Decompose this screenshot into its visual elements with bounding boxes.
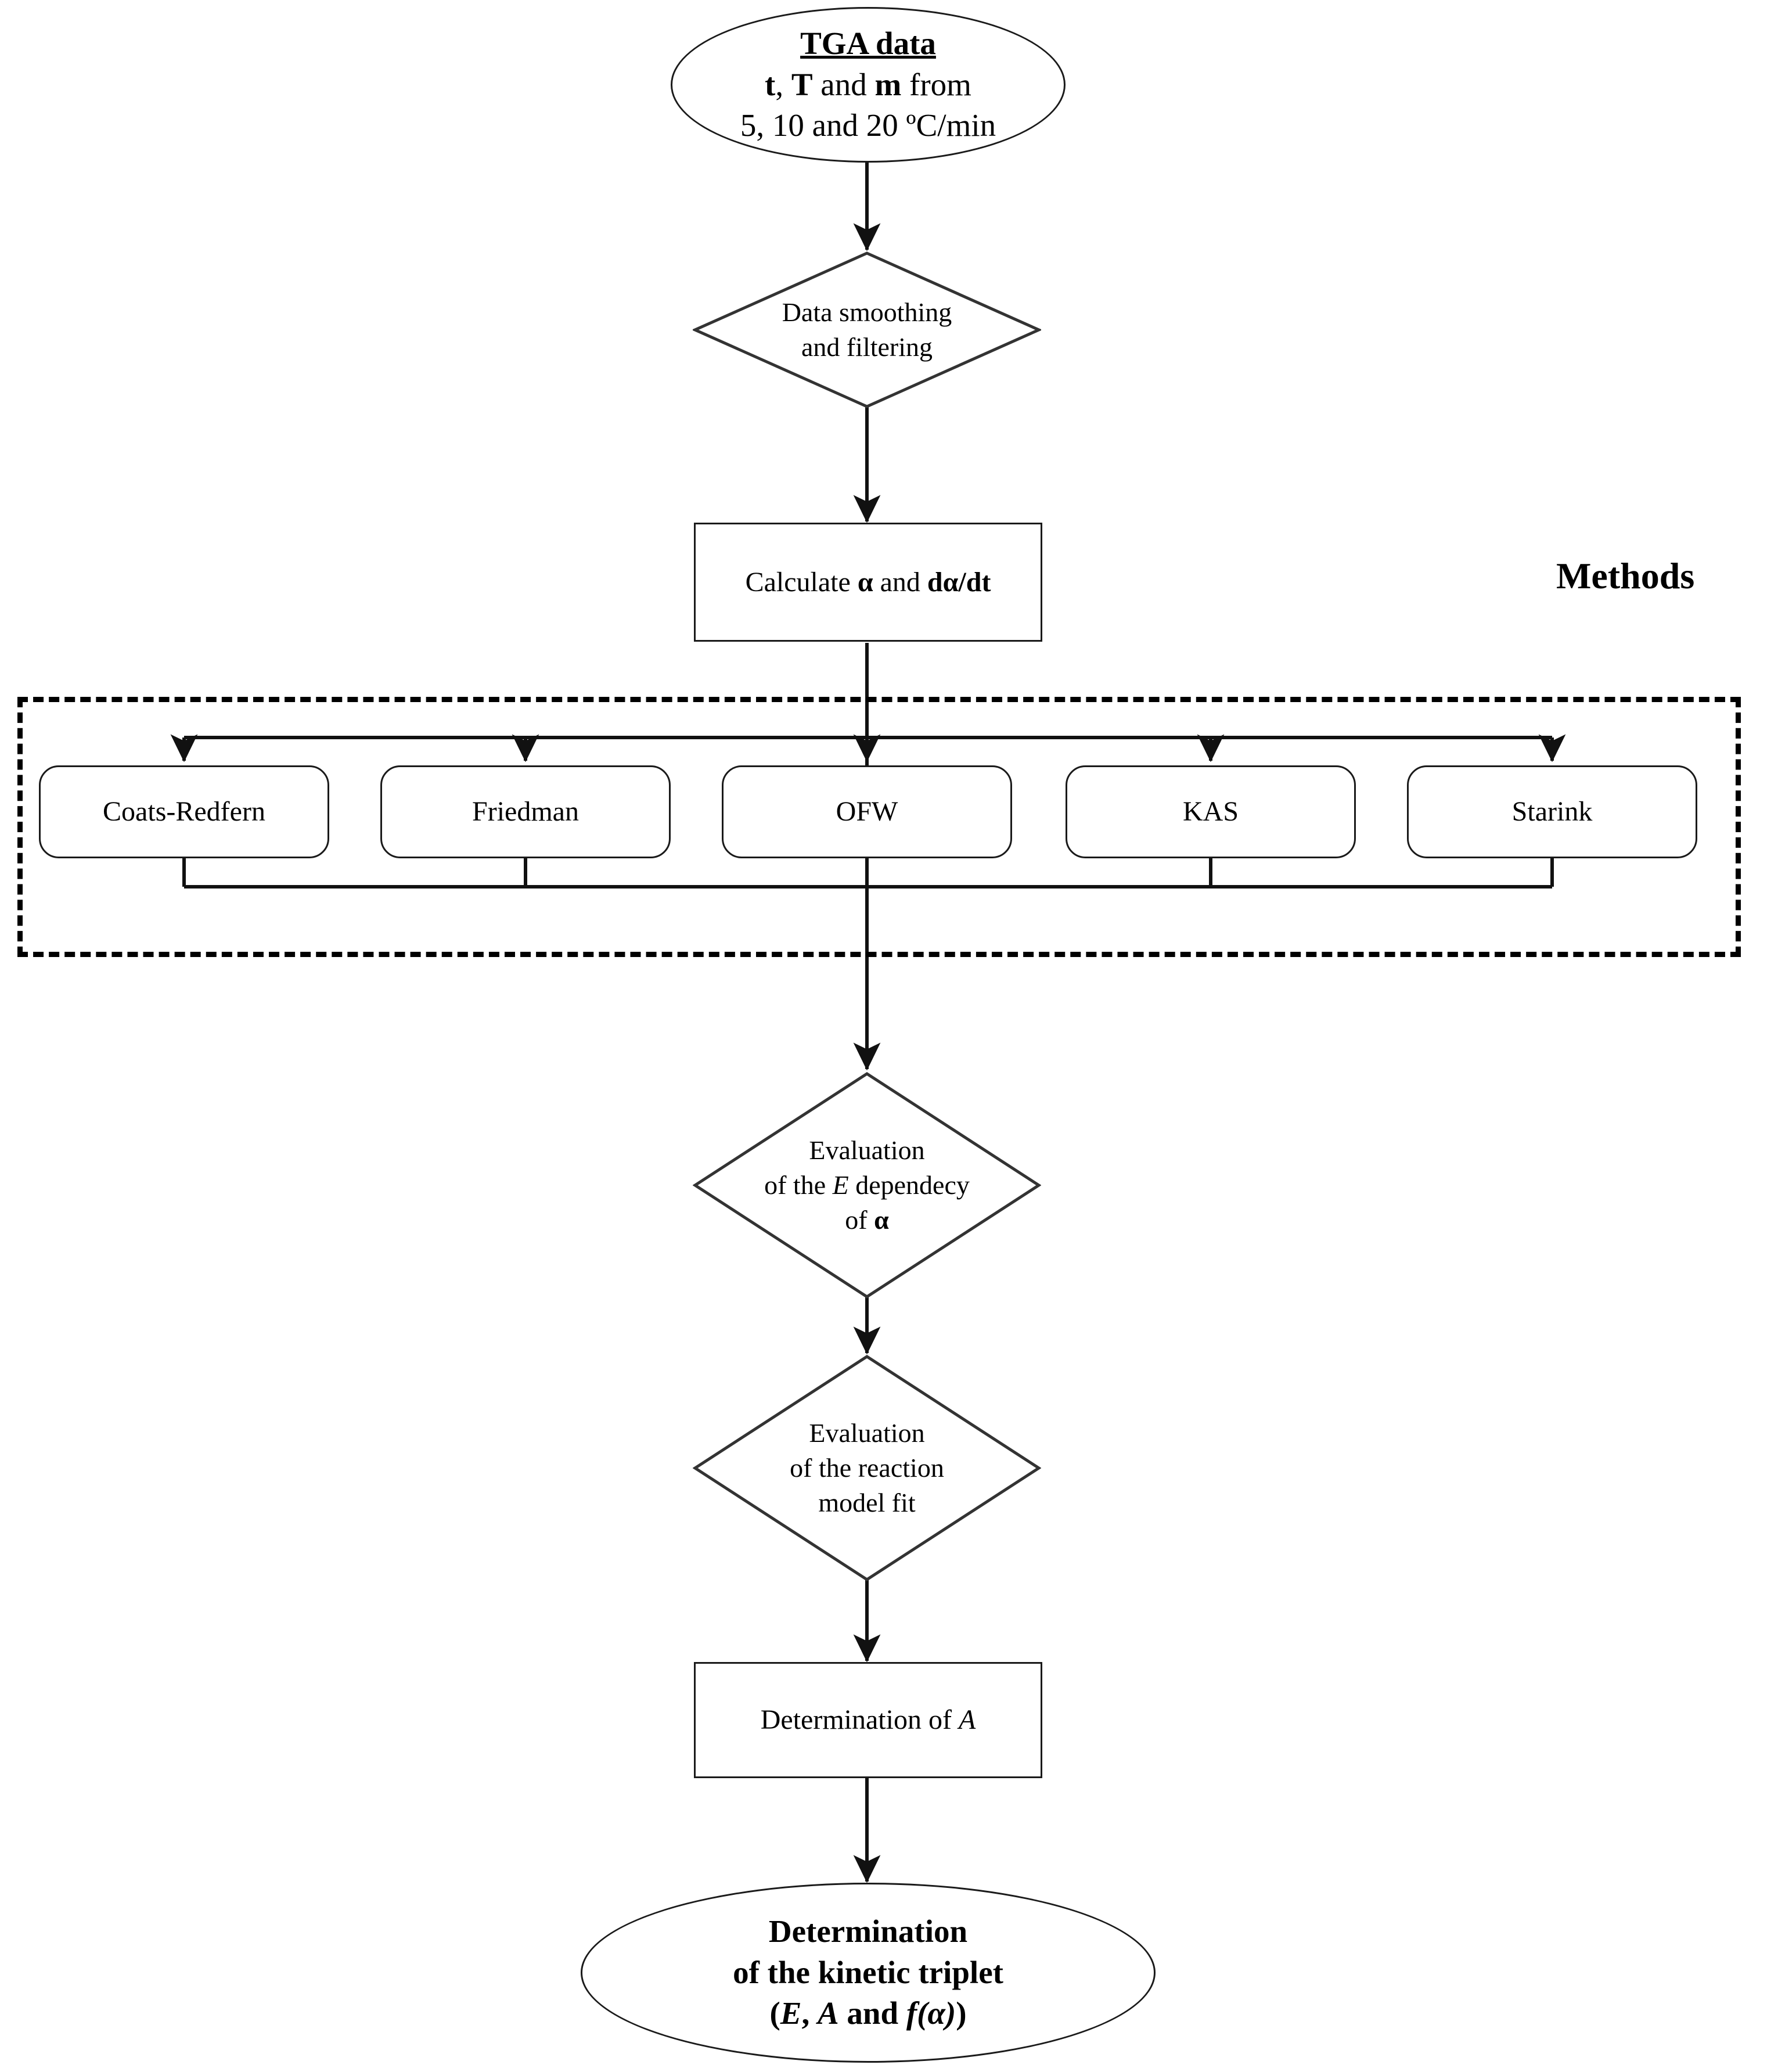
- tga-sym-t: t: [765, 66, 776, 102]
- kt-f-alpha: f(α): [906, 1995, 956, 2031]
- kt-line1: Determination: [768, 1913, 968, 1949]
- calc-alpha: α: [857, 566, 873, 598]
- node-data-smoothing[interactable]: Data smoothing and filtering: [693, 251, 1041, 409]
- method-label-coats-redfern: Coats-Redfern: [103, 796, 265, 828]
- eval-e-line2-post: dependecy: [848, 1170, 970, 1200]
- tga-from: from: [901, 66, 971, 102]
- eval-model-line2: of the reaction: [790, 1453, 944, 1483]
- calc-mid: and: [873, 566, 927, 598]
- tga-title: TGA data: [800, 26, 936, 62]
- tga-sym-m: m: [874, 66, 902, 102]
- smoothing-line1: Data smoothing: [782, 297, 952, 328]
- tga-sym-T: T: [791, 66, 813, 102]
- tga-and: and: [812, 66, 875, 102]
- node-eval-e-dependency[interactable]: Evaluation of the E dependecy of α: [693, 1071, 1041, 1299]
- method-box-kas[interactable]: KAS: [1066, 765, 1356, 858]
- eval-model-line1: Evaluation: [809, 1418, 925, 1448]
- det-a-pre: Determination of: [760, 1704, 959, 1736]
- node-determination-of-a-text: Determination of A: [696, 1702, 1041, 1738]
- method-label-starink: Starink: [1511, 796, 1593, 828]
- method-box-friedman[interactable]: Friedman: [380, 765, 671, 858]
- method-box-ofw[interactable]: OFW: [722, 765, 1012, 858]
- kt-close: ): [956, 1995, 967, 2031]
- eval-e-line1: Evaluation: [809, 1135, 925, 1166]
- kt-e: E: [780, 1995, 802, 2031]
- kt-and: and: [838, 1995, 906, 2031]
- eval-e-symbol: E: [832, 1170, 849, 1200]
- node-kinetic-triplet[interactable]: Determination of the kinetic triplet (E,…: [581, 1883, 1156, 2063]
- node-tga-data-text: TGA data t, T and m from 5, 10 and 20 ºC…: [672, 23, 1064, 146]
- eval-e-line3-pre: of: [845, 1204, 874, 1235]
- tga-rates: 5, 10 and 20 ºC/min: [740, 107, 996, 143]
- method-label-kas: KAS: [1182, 796, 1239, 828]
- node-determination-of-a[interactable]: Determination of A: [694, 1662, 1042, 1778]
- smoothing-line2: and filtering: [801, 332, 933, 362]
- method-label-friedman: Friedman: [472, 796, 579, 828]
- node-tga-data[interactable]: TGA data t, T and m from 5, 10 and 20 ºC…: [671, 7, 1066, 163]
- eval-model-line3: model fit: [818, 1487, 916, 1517]
- kt-a: A: [817, 1995, 839, 2031]
- node-eval-model-text: Evaluation of the reaction model fit: [693, 1354, 1041, 1582]
- calc-dadt: dα/dt: [927, 566, 991, 598]
- node-kinetic-triplet-text: Determination of the kinetic triplet (E,…: [582, 1911, 1154, 2034]
- method-box-starink[interactable]: Starink: [1407, 765, 1697, 858]
- calc-pre: Calculate: [745, 566, 858, 598]
- kt-open: (: [769, 1995, 780, 2031]
- node-calculate-alpha[interactable]: Calculate α and dα/dt: [694, 523, 1042, 642]
- node-eval-reaction-model[interactable]: Evaluation of the reaction model fit: [693, 1354, 1041, 1582]
- methods-group-frame: [17, 697, 1741, 957]
- det-a-symbol: A: [958, 1704, 976, 1736]
- node-eval-e-text: Evaluation of the E dependecy of α: [693, 1071, 1041, 1299]
- tga-sep1: ,: [775, 66, 791, 102]
- method-label-ofw: OFW: [836, 796, 898, 828]
- kt-comma: ,: [801, 1995, 818, 2031]
- method-box-coats-redfern[interactable]: Coats-Redfern: [39, 765, 329, 858]
- node-data-smoothing-text: Data smoothing and filtering: [693, 251, 1041, 409]
- methods-label: Methods: [1556, 555, 1695, 596]
- node-calculate-alpha-text: Calculate α and dα/dt: [696, 564, 1041, 600]
- eval-e-alpha: α: [874, 1204, 889, 1235]
- kt-line2: of the kinetic triplet: [733, 1954, 1003, 1990]
- eval-e-line2-pre: of the: [764, 1170, 833, 1200]
